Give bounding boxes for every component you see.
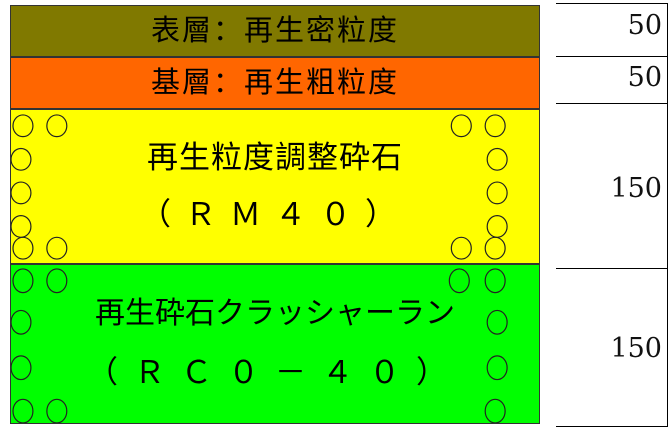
layer-binder-title: 基層：再生粗粒度 bbox=[150, 65, 399, 100]
layer-lower-subbase: 再生砕石クラッシャーラン （ＲＣ０－４０） bbox=[10, 264, 540, 424]
thickness-upper-subbase: 150 bbox=[610, 173, 662, 204]
dimension-line bbox=[556, 103, 668, 104]
thickness-lower-subbase: 150 bbox=[610, 333, 662, 364]
layer-upper-subbase-title: 再生粒度調整砕石 bbox=[147, 140, 403, 177]
dimension-line bbox=[556, 426, 668, 427]
layer-surface-course: 表層：再生密粒度 bbox=[10, 5, 540, 57]
dimension-line bbox=[556, 3, 668, 4]
layer-lower-subbase-title: 再生砕石クラッシャーラン bbox=[95, 296, 455, 332]
dimension-line bbox=[667, 3, 668, 427]
dimension-line bbox=[556, 268, 668, 269]
layer-upper-subbase: 再生粒度調整砕石 （ＲＭ４０） bbox=[10, 109, 540, 264]
layer-upper-subbase-code: （ＲＭ４０） bbox=[140, 196, 410, 233]
thickness-binder: 50 bbox=[627, 62, 662, 93]
aggregate-pattern bbox=[11, 268, 508, 423]
dimension-line bbox=[556, 56, 668, 57]
layer-lower-subbase-code: （ＲＣ０－４０） bbox=[87, 355, 463, 392]
layer-binder-course: 基層：再生粗粒度 bbox=[10, 57, 540, 109]
thickness-surface: 50 bbox=[627, 10, 662, 41]
aggregate-pattern bbox=[11, 114, 508, 260]
layer-surface-title: 表層：再生密粒度 bbox=[150, 13, 399, 48]
